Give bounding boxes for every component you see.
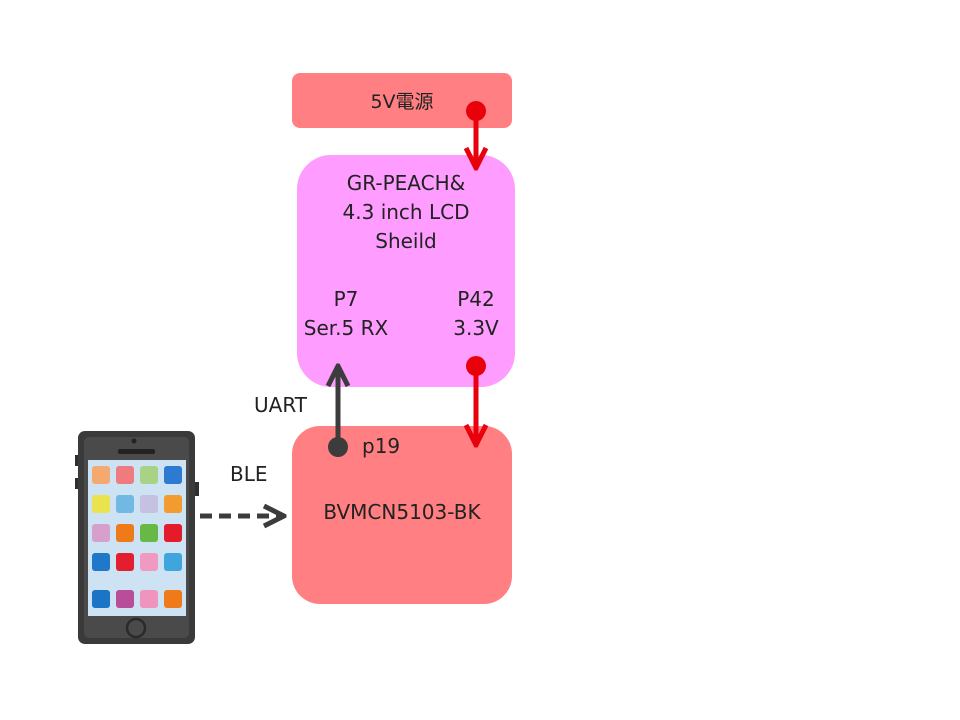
uart-wire-start-dot [328,437,348,457]
power-wire-5v [466,101,486,168]
power-wire-3v3-start-dot [466,356,486,376]
app-icon [116,466,134,484]
gr-peach-title-line-1: GR-PEACH& [346,171,466,195]
app-icon [140,524,158,542]
pin-p7-name: P7 [333,287,359,311]
app-icon [140,553,158,571]
ble-module-box [292,426,512,604]
app-icon [92,590,110,608]
pin-p42-name: P42 [457,287,495,311]
app-icon [116,553,134,571]
app-icon [116,495,134,513]
uart-link-label: UART [254,393,307,417]
app-icon [116,590,134,608]
app-icon [140,495,158,513]
app-icon [116,524,134,542]
ble-module-label: BVMCN5103-BK [323,500,481,524]
pin-p19-label: p19 [362,434,401,458]
gr-peach-board-title: GR-PEACH& 4.3 inch LCD Sheild [297,169,515,256]
app-icon [92,466,110,484]
app-icon [164,553,182,571]
app-icon [164,590,182,608]
uart-wire [328,366,348,457]
app-icon [92,553,110,571]
pin-p7-function: Ser.5 RX [303,316,389,340]
pin-p42-label: P42 3.3V [440,285,512,343]
app-icon [140,466,158,484]
power-supply-box: 5V電源 [292,73,512,128]
smartphone-icon [75,431,199,644]
app-icon [164,524,182,542]
gr-peach-board-box [297,155,515,387]
ble-link-label: BLE [230,462,268,486]
app-icon [164,466,182,484]
app-icon-grid [92,466,182,608]
power-supply-label: 5V電源 [370,91,434,113]
app-icon [92,524,110,542]
gr-peach-title-line-2: 4.3 inch LCD [342,200,470,224]
app-icon [140,590,158,608]
pin-p42-function: 3.3V [453,316,499,340]
power-wire-5v-start-dot [466,101,486,121]
pin-p7-label: P7 Ser.5 RX [300,285,392,343]
app-icon [164,495,182,513]
app-icon [92,495,110,513]
power-wire-3v3 [466,356,486,445]
gr-peach-title-line-3: Sheild [375,229,437,253]
